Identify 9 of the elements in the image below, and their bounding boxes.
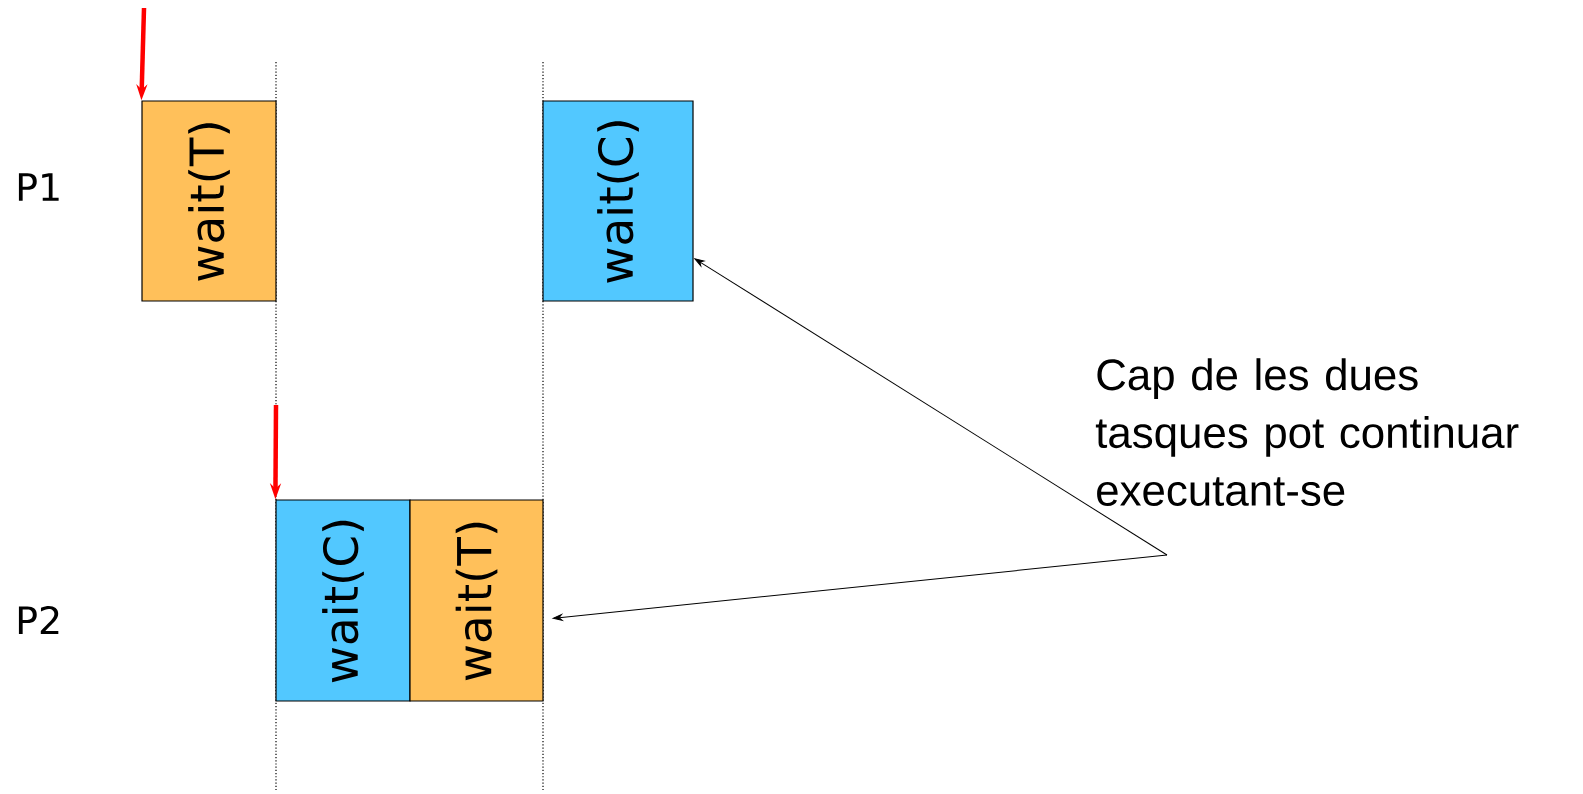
task-box: wait(C) xyxy=(542,100,694,302)
arrow xyxy=(694,258,1168,556)
row-label: P1 xyxy=(18,173,59,201)
task-box: wait(T) xyxy=(141,100,277,302)
row-label: P2 xyxy=(18,605,59,635)
task-box: wait(T) xyxy=(409,499,544,702)
arrow xyxy=(552,554,1168,621)
annotation-text: Cap de les dues tasques pot continuar executant-se xyxy=(1095,358,1519,506)
task-box: wait(C) xyxy=(275,499,411,702)
